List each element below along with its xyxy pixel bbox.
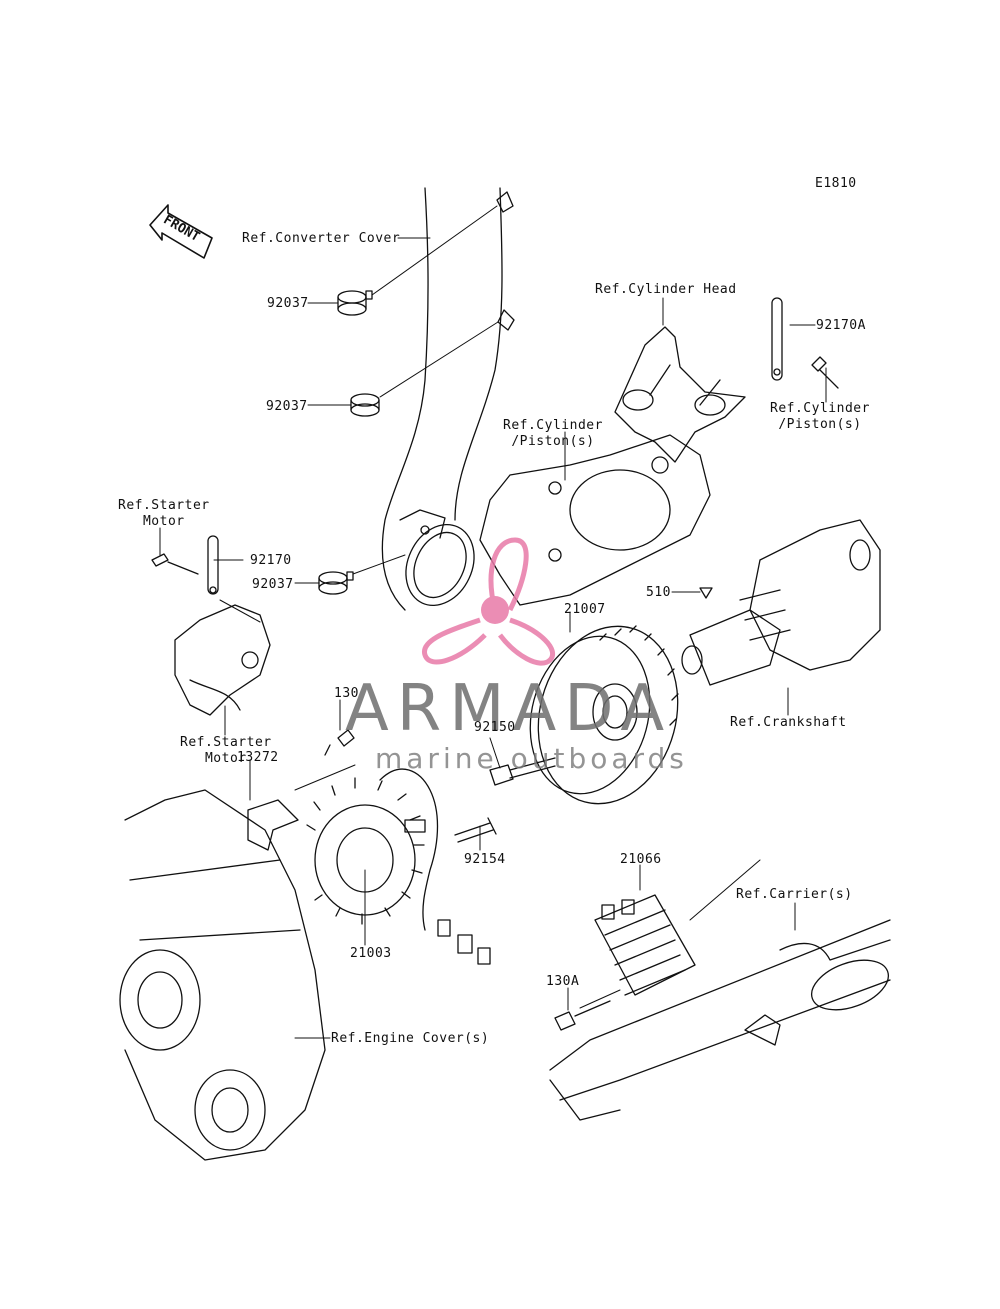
callout-92037-c: 92037 bbox=[252, 577, 294, 592]
clamp-drawing bbox=[318, 290, 380, 595]
watermark-subtitle: marine outboards bbox=[375, 742, 688, 775]
converter-cover-drawing bbox=[381, 187, 515, 611]
callout-21066: 21066 bbox=[620, 852, 662, 867]
watermark-logo-icon bbox=[422, 537, 555, 666]
callout-92154: 92154 bbox=[464, 852, 506, 867]
callout-ref-cylinder-head: Ref.Cylinder Head bbox=[595, 282, 737, 297]
callout-21007: 21007 bbox=[564, 602, 606, 617]
diagram-code: E1810 bbox=[815, 176, 857, 191]
bolts-drawing bbox=[324, 729, 611, 1031]
callout-92037-a: 92037 bbox=[267, 296, 309, 311]
front-arrow-icon: FRONT bbox=[149, 204, 213, 259]
flywheel-rotor-drawing bbox=[529, 625, 679, 805]
watermark-title: ARMADA bbox=[345, 672, 673, 746]
callout-510: 510 bbox=[646, 585, 671, 600]
callout-ref-carriers: Ref.Carrier(s) bbox=[736, 887, 853, 902]
carrier-frame-drawing bbox=[549, 919, 891, 1121]
callout-130: 130 bbox=[334, 686, 359, 701]
bracket-drawing bbox=[247, 799, 299, 851]
callout-ref-crankshaft: Ref.Crankshaft bbox=[730, 715, 847, 730]
cylinder-head-drawing bbox=[614, 326, 746, 463]
callout-ref-cylinder-piston-center: Ref.Cylinder /Piston(s) bbox=[503, 418, 603, 449]
regulator-drawing bbox=[594, 894, 696, 996]
starter-motor-drawing bbox=[151, 535, 271, 716]
callout-21003: 21003 bbox=[350, 946, 392, 961]
callout-ref-engine-covers: Ref.Engine Cover(s) bbox=[331, 1031, 490, 1046]
callout-130A: 130A bbox=[546, 974, 580, 989]
stator-drawing bbox=[306, 768, 491, 965]
callout-92150: 92150 bbox=[474, 720, 516, 735]
cylinder-piston-drawing bbox=[479, 434, 711, 606]
callout-92170: 92170 bbox=[250, 553, 292, 568]
engine-cover-drawing bbox=[119, 789, 326, 1161]
callout-ref-converter-cover: Ref.Converter Cover bbox=[242, 231, 401, 246]
leader-lines bbox=[159, 205, 827, 1039]
callout-13272: 13272 bbox=[237, 750, 279, 765]
callout-ref-cylinder-piston-right: Ref.Cylinder /Piston(s) bbox=[770, 401, 870, 432]
callout-ref-starter-motor-top: Ref.Starter Motor bbox=[118, 498, 210, 529]
callout-ref-starter-motor-bottom: Ref.Starter Motor bbox=[180, 735, 272, 766]
strap-drawing bbox=[771, 297, 839, 389]
crankshaft-drawing bbox=[681, 519, 881, 686]
callout-92170A: 92170A bbox=[816, 318, 866, 333]
callout-92037-b: 92037 bbox=[266, 399, 308, 414]
